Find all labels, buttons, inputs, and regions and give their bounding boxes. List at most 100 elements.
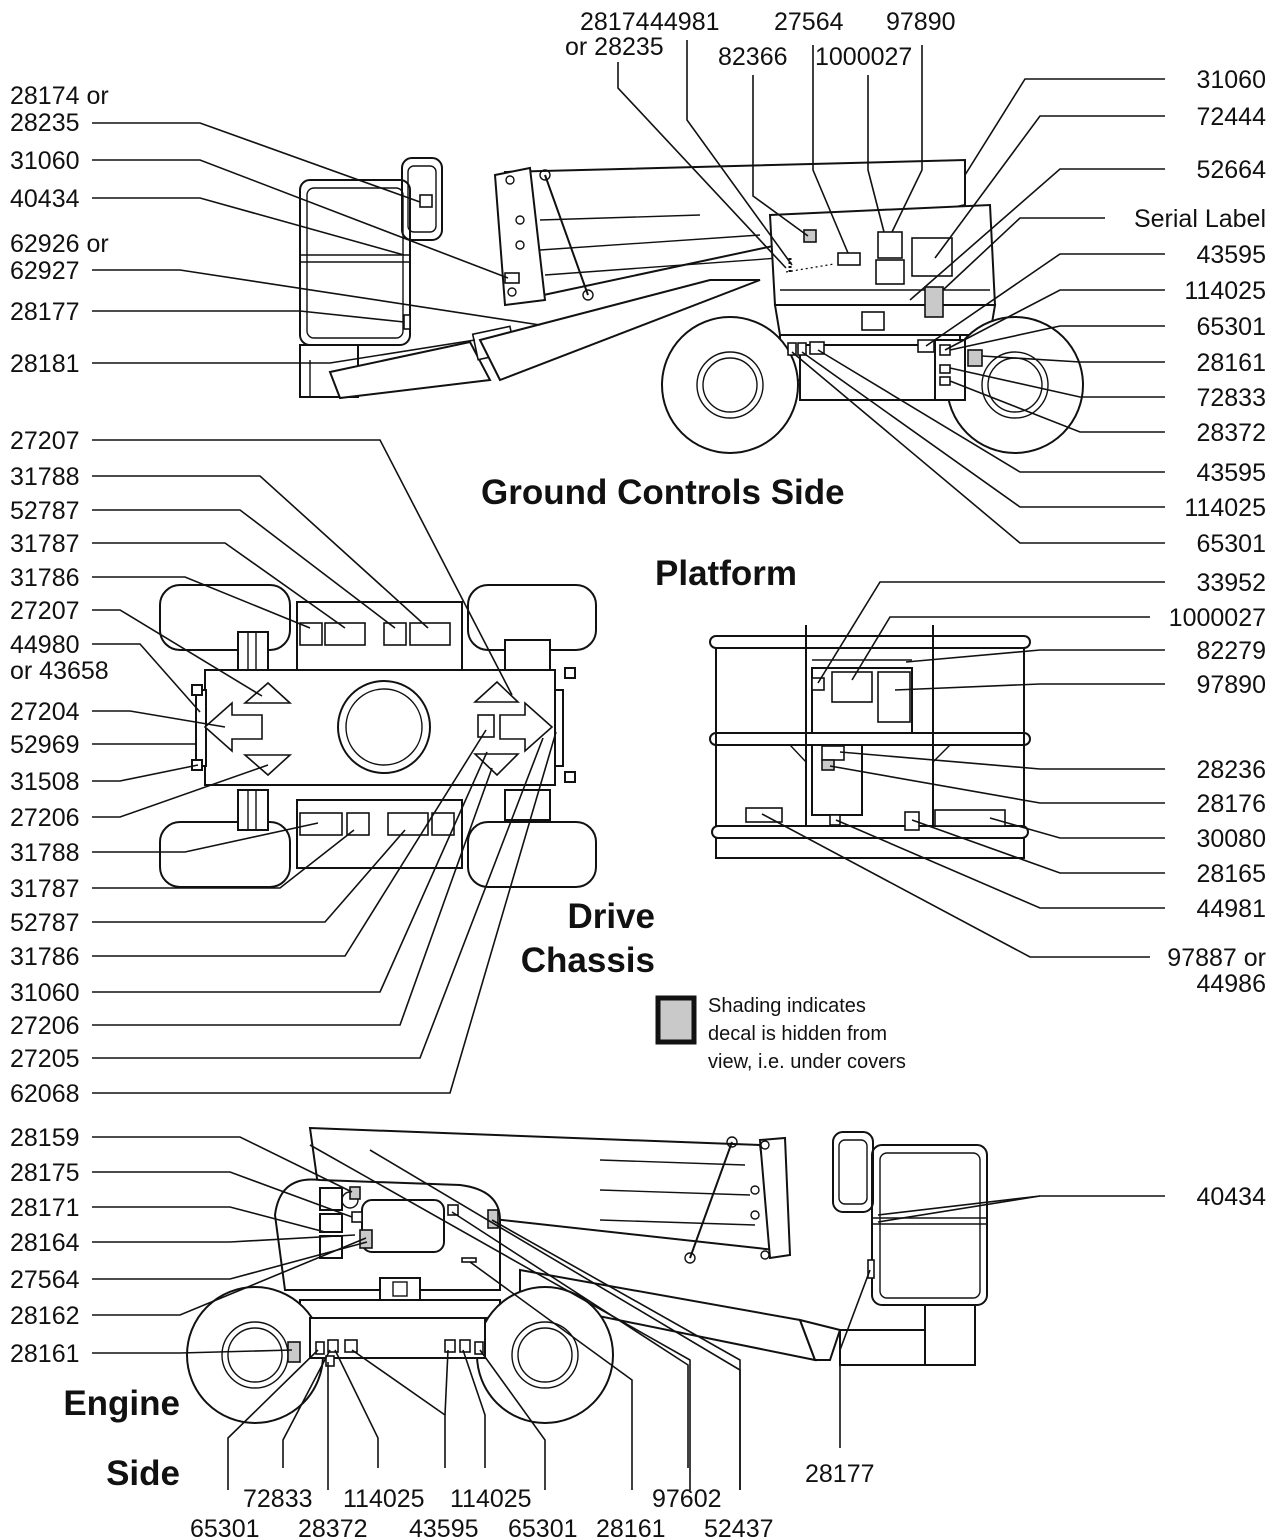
part-label: 27207	[10, 597, 80, 625]
part-label: 114025	[1184, 494, 1266, 522]
part-label: 28235	[10, 109, 80, 137]
title-engine: Engine	[63, 1384, 180, 1423]
part-label: 27205	[10, 1045, 80, 1073]
part-label: 97602	[652, 1485, 722, 1513]
part-label: 28162	[10, 1302, 80, 1330]
part-label: 114025	[343, 1485, 425, 1513]
part-label: 97890	[886, 8, 956, 36]
drive-chassis-drawing	[159, 584, 597, 888]
engine-side-drawing	[186, 1126, 988, 1424]
leader-lines	[92, 40, 1165, 1490]
shading-legend: Shading indicates decal is hidden from v…	[655, 995, 906, 1073]
part-label: 31060	[10, 147, 80, 175]
part-label: 28159	[10, 1124, 80, 1152]
part-label: 72444	[1196, 103, 1266, 131]
part-label: 27206	[10, 804, 80, 832]
part-label: 43595	[1196, 459, 1266, 487]
engine-side-bottom-labels: 72833 114025 114025 97602 28177 65301 28…	[190, 1460, 875, 1540]
engine-side-left-labels: 28159 28175 28171 28164 27564 28162 2816…	[10, 1124, 80, 1368]
part-label: 31787	[10, 875, 80, 903]
part-label: 31788	[10, 463, 80, 491]
part-label: 44980	[10, 631, 80, 659]
part-label: 28171	[10, 1194, 80, 1222]
part-label: 30080	[1196, 825, 1266, 853]
part-label: 52969	[10, 731, 80, 759]
part-label: 44986	[1196, 970, 1266, 998]
part-label: 33952	[1196, 569, 1266, 597]
part-label: 27207	[10, 427, 80, 455]
part-label: 28175	[10, 1159, 80, 1187]
platform-right-labels: 33952 1000027 82279 97890 28236 28176 30…	[1167, 569, 1266, 998]
part-label: 65301	[1196, 530, 1266, 558]
part-label: 82366	[718, 43, 788, 71]
part-label: 28236	[1196, 756, 1266, 784]
part-label: 28181	[10, 350, 80, 378]
legend-line-1: Shading indicates	[708, 995, 866, 1017]
part-label: 43595	[1196, 241, 1266, 269]
part-label: 52664	[1196, 156, 1266, 184]
part-label: 62927	[10, 257, 80, 285]
part-label: 31788	[10, 839, 80, 867]
part-label: 31060	[1196, 66, 1266, 94]
title-platform: Platform	[655, 554, 797, 593]
part-label: 65301	[190, 1515, 260, 1540]
ground-controls-right-labels: 31060 72444 52664 Serial Label 43595 114…	[1134, 66, 1266, 558]
part-label: Serial Label	[1134, 205, 1266, 233]
part-label: 40434	[1196, 1183, 1266, 1211]
part-label: 28177	[805, 1460, 875, 1488]
part-label: 28165	[1196, 860, 1266, 888]
part-label: 52787	[10, 497, 80, 525]
part-label: or 43658	[10, 657, 109, 685]
part-label: 65301	[1196, 313, 1266, 341]
part-label: 28161	[10, 1340, 80, 1368]
shaded-swatch	[655, 995, 697, 1045]
part-label: 27206	[10, 1012, 80, 1040]
drive-chassis-left-labels: 27207 31788 52787 31787 31786 27207 4498…	[10, 427, 109, 1108]
legend-line-2: decal is hidden from	[708, 1023, 887, 1045]
engine-side-right-labels: 40434	[1196, 1183, 1266, 1211]
part-label: 1000027	[815, 43, 912, 71]
platform-drawing	[709, 625, 1031, 859]
part-label: 31508	[10, 768, 80, 796]
title-drive: Drive	[567, 897, 655, 936]
view-titles: Ground Controls Side Platform Drive Chas…	[63, 473, 844, 1493]
part-label: 28164	[10, 1229, 80, 1257]
part-label: 72833	[1196, 384, 1266, 412]
part-label: 28177	[10, 298, 80, 326]
part-label: 27204	[10, 698, 80, 726]
part-label: or 28235	[565, 33, 664, 61]
ground-controls-top-labels: 28174 or 28235 44981 27564 97890 82366 1…	[565, 8, 956, 71]
title-chassis: Chassis	[521, 941, 655, 980]
legend-line-3: view, i.e. under covers	[708, 1051, 906, 1073]
part-label: 31060	[10, 979, 80, 1007]
part-label: 114025	[1184, 277, 1266, 305]
part-label: 52437	[704, 1515, 774, 1540]
part-label: 43595	[409, 1515, 479, 1540]
part-label: 97887 or	[1167, 944, 1266, 972]
part-label: 27564	[10, 1266, 80, 1294]
part-label: 44981	[650, 8, 720, 36]
part-label: 40434	[10, 185, 80, 213]
part-label: 28161	[1196, 349, 1266, 377]
part-label: 28372	[1196, 419, 1266, 447]
part-label: 97890	[1196, 671, 1266, 699]
part-label: 28176	[1196, 790, 1266, 818]
part-label: 28372	[298, 1515, 368, 1540]
title-ground-controls-side: Ground Controls Side	[481, 473, 845, 512]
part-label: 27564	[774, 8, 844, 36]
part-label: 28174 or	[10, 82, 109, 110]
ground-controls-left-labels: 28174 or 28235 31060 40434 62926 or 6292…	[10, 82, 109, 378]
part-label: 31787	[10, 530, 80, 558]
part-label: 44981	[1196, 895, 1266, 923]
part-label: 82279	[1196, 637, 1266, 665]
part-label: 28174	[580, 8, 650, 36]
part-label: 31786	[10, 943, 80, 971]
part-label: 114025	[450, 1485, 532, 1513]
part-label: 65301	[508, 1515, 578, 1540]
part-label: 62926 or	[10, 230, 109, 258]
part-label: 52787	[10, 909, 80, 937]
part-label: 62068	[10, 1080, 80, 1108]
part-label: 72833	[243, 1485, 313, 1513]
title-side: Side	[106, 1454, 180, 1493]
